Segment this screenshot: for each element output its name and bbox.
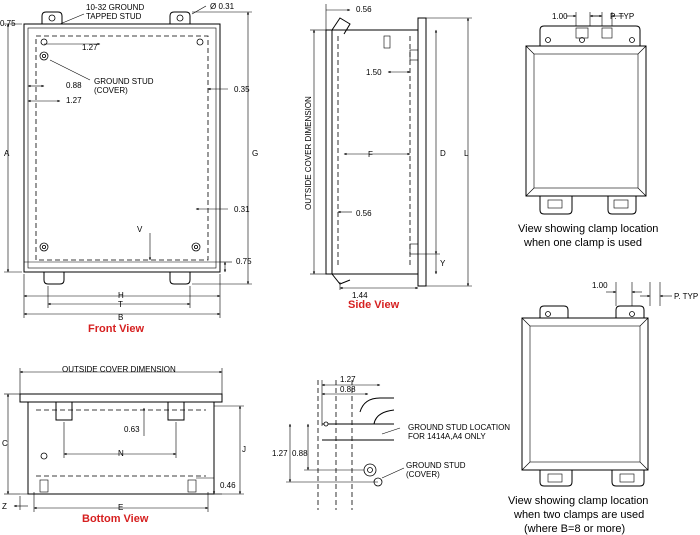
detail-dim-088-top: 0.88 — [340, 385, 356, 394]
two-clamp-dim-100: 1.00 — [592, 281, 608, 290]
front-dim-075-right: 0.75 — [236, 257, 252, 266]
detail-stud-location-line2: FOR 1414A,A4 ONLY — [408, 432, 486, 441]
front-ground-stud-line1: GROUND STUD — [94, 77, 154, 86]
front-view-caption: Front View — [88, 323, 144, 335]
front-ground-stud-line2: (COVER) — [94, 86, 128, 95]
front-dim-127-bot: 1.27 — [66, 96, 82, 105]
front-dim-g: G — [252, 149, 258, 158]
bottom-outside-cover-dim: OUTSIDE COVER DIMENSION — [62, 365, 176, 374]
side-dim-y: Y — [440, 259, 446, 268]
detail-stud-location-line1: GROUND STUD LOCATION — [408, 423, 510, 432]
bottom-dim-046: 0.46 — [220, 481, 236, 490]
front-view: 10-32 GROUND TAPPED STUD Ø 0.31 1.27 0.8… — [0, 2, 258, 335]
one-clamp-caption-line2: when one clamp is used — [523, 237, 642, 249]
bottom-dim-063: 0.63 — [124, 425, 140, 434]
front-dim-075-left: 0.75 — [0, 19, 16, 28]
two-clamp-caption-line2: when two clamps are used — [513, 509, 644, 521]
side-dim-144: 1.44 — [352, 291, 368, 300]
front-dim-t: T — [118, 300, 123, 309]
front-tapped-stud-line1: 10-32 GROUND — [86, 3, 144, 12]
side-dim-056-top: 0.56 — [356, 5, 372, 14]
one-clamp-p-typ: P. TYP — [610, 12, 634, 21]
bottom-dim-j: J — [242, 445, 246, 454]
front-tapped-stud-line2: TAPPED STUD — [86, 12, 142, 21]
side-view-caption: Side View — [348, 299, 400, 311]
two-clamp-view: 1.00 P. TYP View showing clamp location … — [508, 281, 698, 535]
detail-ground-stud-line2: (COVER) — [406, 470, 440, 479]
side-dim-f: F — [368, 150, 373, 159]
front-dim-v: V — [137, 225, 143, 234]
front-dim-035: 0.35 — [234, 85, 250, 94]
detail-dim-127-side: 1.27 — [272, 449, 288, 458]
front-dim-a: A — [4, 149, 10, 158]
ground-stud-detail: 1.27 0.88 1.27 0.88 GROUND STUD LOCATION… — [272, 375, 510, 510]
front-dim-088: 0.88 — [66, 81, 82, 90]
bottom-dim-c: C — [2, 439, 8, 448]
side-dim-l: L — [464, 149, 469, 158]
front-dim-h: H — [118, 291, 124, 300]
detail-dim-088-side: 0.88 — [292, 449, 308, 458]
side-dim-d: D — [440, 149, 446, 158]
two-clamp-caption-line1: View showing clamp location — [508, 495, 648, 507]
side-view: OUTSIDE COVER DIMENSION 0.56 1.50 F D L … — [304, 4, 472, 311]
side-dim-150: 1.50 — [366, 68, 382, 77]
bottom-view: OUTSIDE COVER DIMENSION C J 0.63 N 0.46 … — [2, 365, 246, 525]
one-clamp-view: 1.00 P. TYP View showing clamp location … — [518, 12, 658, 249]
one-clamp-dim-100: 1.00 — [552, 12, 568, 21]
one-clamp-caption-line1: View showing clamp location — [518, 223, 658, 235]
side-outside-cover-dim: OUTSIDE COVER DIMENSION — [304, 96, 313, 210]
detail-ground-stud-line1: GROUND STUD — [406, 461, 466, 470]
front-dim-b: B — [118, 313, 123, 322]
detail-dim-127-top: 1.27 — [340, 375, 356, 384]
side-dim-056-bot: 0.56 — [356, 209, 372, 218]
front-dim-127-top: 1.27 — [82, 43, 98, 52]
bottom-view-caption: Bottom View — [82, 513, 149, 525]
front-dim-031: 0.31 — [234, 205, 250, 214]
bottom-dim-e: E — [118, 503, 123, 512]
bottom-dim-z: Z — [2, 502, 7, 511]
two-clamp-caption-line3: (where B=8 or more) — [524, 523, 625, 535]
two-clamp-p-typ: P. TYP — [674, 292, 698, 301]
front-dia-label: Ø 0.31 — [210, 2, 235, 11]
bottom-dim-n: N — [118, 449, 124, 458]
